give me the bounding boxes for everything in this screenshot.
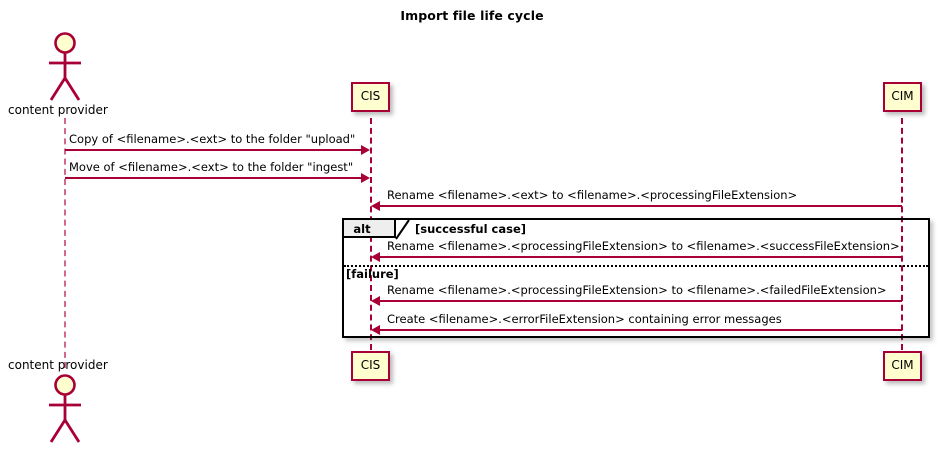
message-line-0	[65, 149, 362, 151]
message-line-1	[65, 177, 362, 179]
participant-box-cis-bottom[interactable]: CIS	[351, 351, 390, 381]
combined-fragment-alt	[342, 218, 930, 338]
lifeline-content-provider	[64, 118, 66, 368]
participant-box-cis-top[interactable]: CIS	[351, 82, 390, 112]
fragment-operator-label: alt	[344, 220, 396, 238]
diagram-title: Import file life cycle	[400, 8, 544, 23]
participant-box-cim-top[interactable]: CIM	[883, 82, 922, 112]
message-label-1: Move of <filename>.<ext> to the folder "…	[69, 160, 354, 174]
fragment-guard-1: [failure]	[346, 267, 399, 281]
fragment-tab-edge-icon	[395, 219, 410, 240]
fragment-divider	[344, 265, 928, 267]
actor-label-bottom: content provider	[8, 358, 108, 372]
message-label-0: Copy of <filename>.<ext> to the folder "…	[69, 132, 356, 146]
participant-box-cim-bottom[interactable]: CIM	[883, 351, 922, 381]
message-line-5	[380, 329, 902, 331]
message-arrowhead-3	[371, 252, 380, 262]
actor-figure-top	[38, 32, 92, 104]
message-arrowhead-1	[361, 173, 370, 183]
message-arrowhead-4	[371, 296, 380, 306]
message-line-3	[380, 256, 902, 258]
message-line-2	[380, 205, 902, 207]
message-arrowhead-0	[361, 145, 370, 155]
message-line-4	[380, 300, 902, 302]
message-label-4: Rename <filename>.<processingFileExtensi…	[387, 283, 887, 297]
message-arrowhead-5	[371, 325, 380, 335]
lifeline-cim	[901, 118, 903, 350]
actor-figure-bottom	[38, 374, 92, 446]
message-arrowhead-2	[371, 201, 380, 211]
message-label-2: Rename <filename>.<ext> to <filename>.<p…	[387, 188, 798, 202]
message-label-5: Create <filename>.<errorFileExtension> c…	[387, 312, 782, 326]
fragment-guard-0: [successful case]	[415, 222, 527, 236]
actor-label-top: content provider	[8, 103, 108, 117]
message-label-3: Rename <filename>.<processingFileExtensi…	[387, 239, 900, 253]
